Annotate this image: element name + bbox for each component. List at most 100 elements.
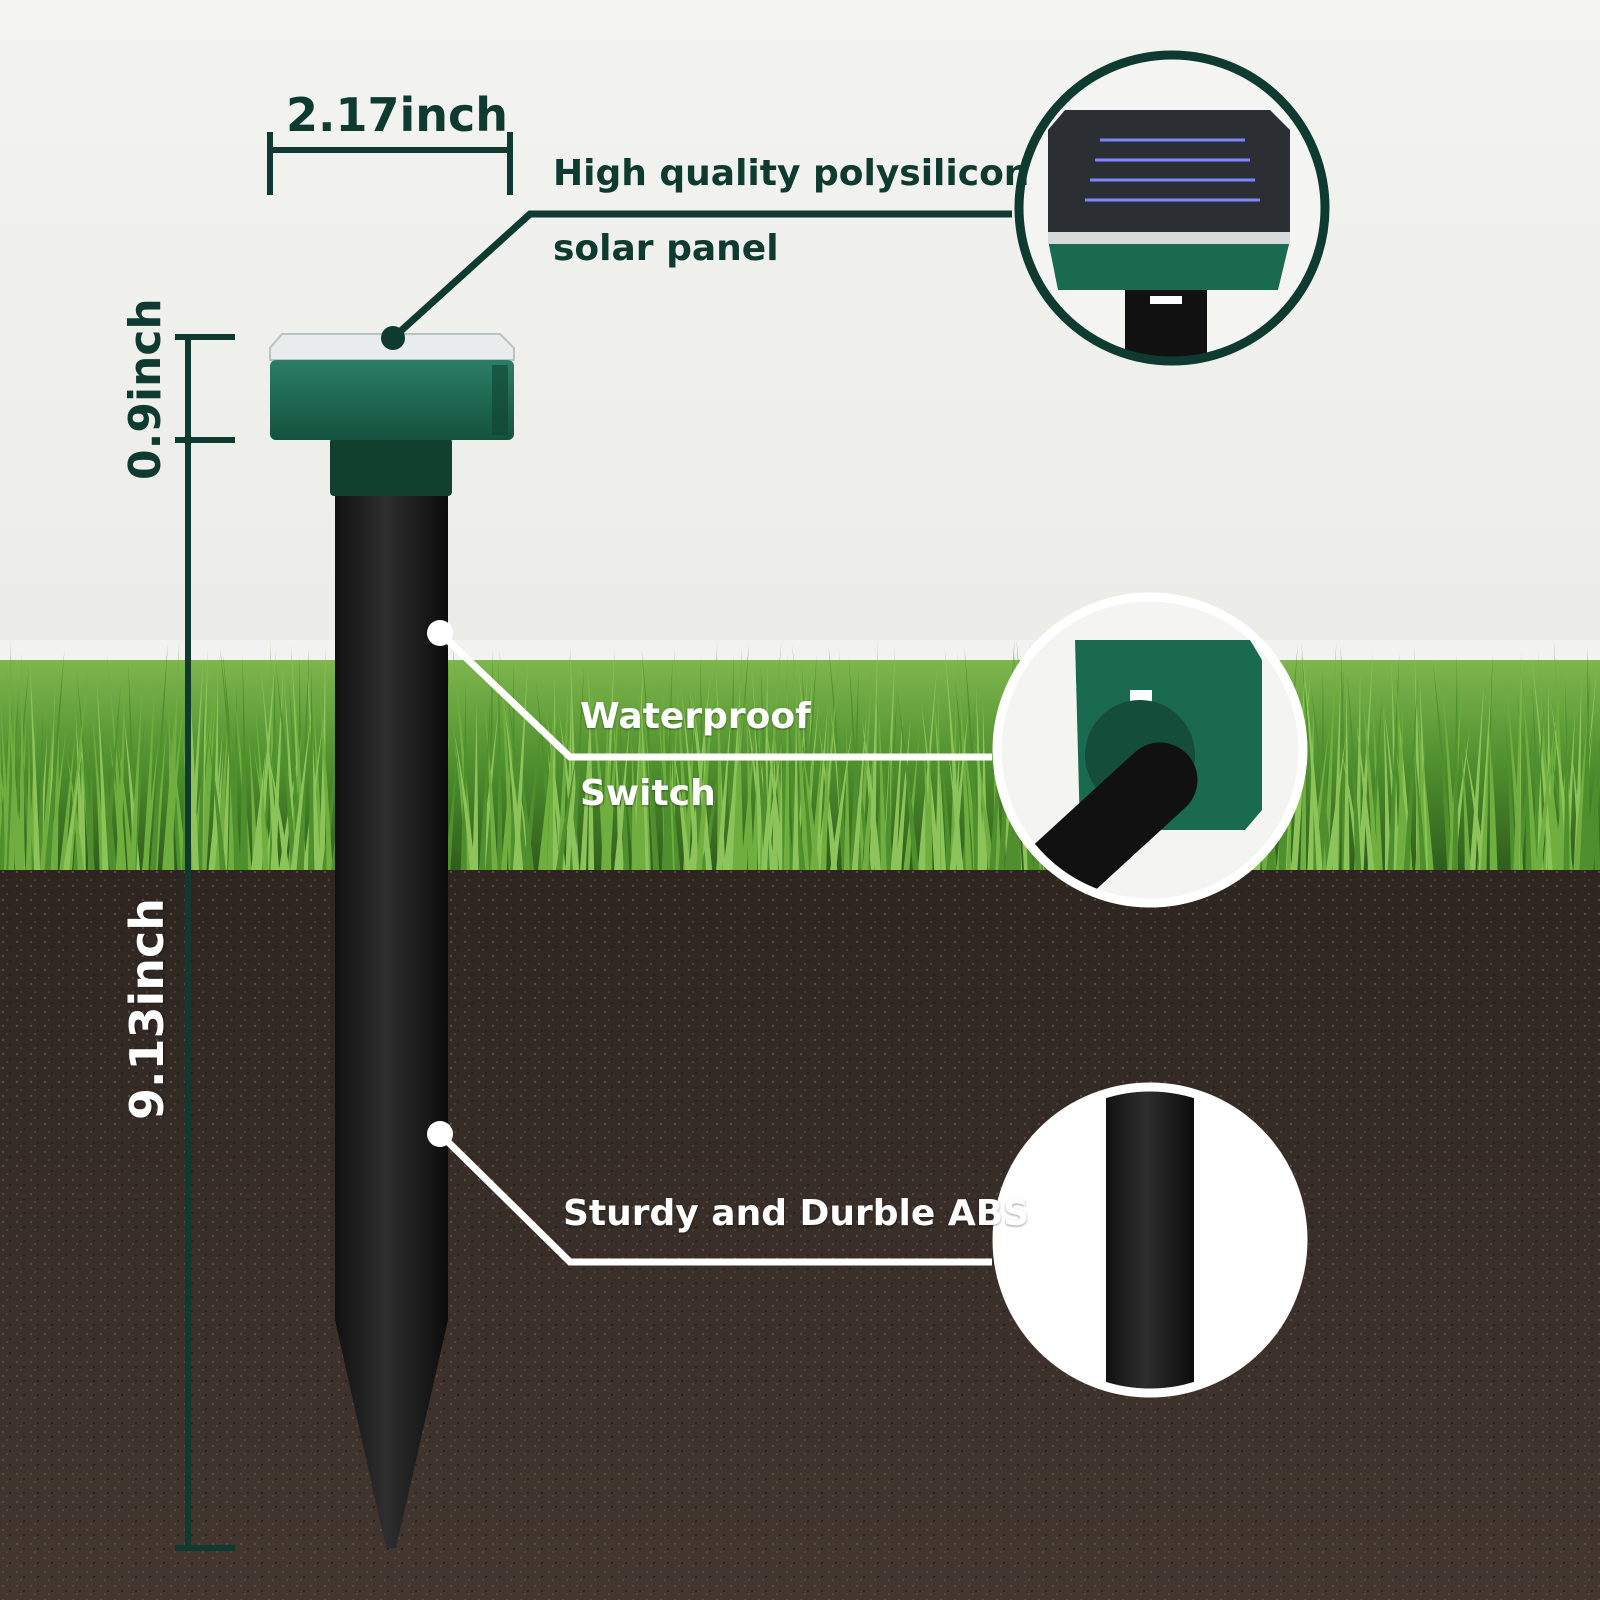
grass-blade xyxy=(820,702,830,870)
grass-blade xyxy=(601,691,609,870)
grass-blade xyxy=(318,646,326,870)
grass-blade xyxy=(851,710,867,870)
grass-blade xyxy=(39,696,56,870)
grass-blade xyxy=(453,727,476,870)
grass-blade xyxy=(631,728,638,870)
grass-blade xyxy=(130,717,146,870)
grass-blade xyxy=(275,663,297,870)
grass-blade xyxy=(661,659,673,870)
switch-callout-line1: Waterproof xyxy=(580,696,811,737)
grass-blade xyxy=(290,711,312,870)
grass-blade xyxy=(588,669,595,870)
grass-blade xyxy=(220,648,241,870)
grass-blade xyxy=(939,735,953,870)
grass-blade xyxy=(1322,641,1337,870)
grass-blade xyxy=(1529,697,1545,870)
grass-blade xyxy=(1519,656,1538,870)
grass-blade xyxy=(949,707,969,870)
grass-blade xyxy=(843,720,850,870)
mole-repeller-device xyxy=(269,333,515,1548)
grass-blade xyxy=(1513,663,1521,870)
grass-blade xyxy=(1461,746,1471,870)
grass-blade xyxy=(1387,652,1400,870)
grass-blade xyxy=(267,749,290,870)
grass-blade xyxy=(671,742,691,870)
grass-blade xyxy=(59,728,76,870)
grass-blade xyxy=(580,692,592,870)
grass-blade xyxy=(166,643,180,870)
grass-blade xyxy=(1451,654,1458,870)
grass-blade xyxy=(507,693,528,870)
stake-collar xyxy=(330,438,452,496)
stake xyxy=(335,490,448,1548)
grass-blade xyxy=(141,741,159,870)
grass-blade xyxy=(896,687,919,870)
grass-blade xyxy=(129,671,143,870)
grass-blade xyxy=(502,693,524,870)
grass-blade xyxy=(115,665,126,870)
grass-blade xyxy=(723,729,741,870)
grass-blade xyxy=(1573,703,1589,870)
solar-callout-line1: High quality polysilicon xyxy=(553,153,1030,194)
grass-blade xyxy=(318,672,333,870)
grass-blade xyxy=(27,715,36,870)
grass-blade xyxy=(228,726,235,870)
grass-blade xyxy=(883,736,891,870)
grass-blade xyxy=(588,660,610,870)
grass-blade xyxy=(484,698,498,870)
grass-blade xyxy=(783,652,790,870)
grass-blade xyxy=(25,729,32,870)
width-dimension-line xyxy=(267,132,513,195)
grass-blade xyxy=(1488,715,1496,870)
width-label: 2.17inch xyxy=(286,88,509,142)
grass-blade xyxy=(923,735,932,870)
grass-blade xyxy=(934,704,947,870)
grass-blade xyxy=(297,647,310,870)
grass-blade xyxy=(934,746,941,870)
grass-blade xyxy=(444,744,459,870)
grass-blade xyxy=(270,665,284,870)
grass-blade xyxy=(849,666,859,870)
switch-callout-line xyxy=(437,630,992,761)
grass-blade xyxy=(44,649,65,870)
grass-blade xyxy=(1593,725,1600,870)
grass-blade xyxy=(1343,684,1350,870)
solar-callout-line xyxy=(390,210,1012,341)
grass-blade xyxy=(1417,698,1427,870)
grass-blade xyxy=(1004,723,1019,870)
grass-blade xyxy=(251,748,267,870)
material-callout-line1: Sturdy and Durble ABS xyxy=(563,1193,1030,1234)
grass-blade xyxy=(683,672,697,870)
grass-blade xyxy=(1504,714,1517,870)
grass-blade xyxy=(1291,659,1306,870)
grass-blade xyxy=(451,640,475,870)
grass-blade xyxy=(1563,679,1570,870)
grass-blade xyxy=(640,690,650,870)
grass-blade xyxy=(869,641,878,870)
grass-blade xyxy=(1383,704,1391,870)
grass-blade xyxy=(460,681,467,870)
switch-detail-circle xyxy=(992,592,1308,908)
grass-blade xyxy=(221,717,231,870)
soil-texture xyxy=(0,860,1600,1600)
grass-blade xyxy=(1403,677,1418,870)
grass-blade xyxy=(29,658,41,870)
grass-blade xyxy=(1395,662,1407,870)
grass-blade xyxy=(890,712,904,870)
grass-blade xyxy=(196,696,205,870)
grass-blade xyxy=(1359,661,1379,870)
grass-blade xyxy=(726,679,741,870)
grass-blade xyxy=(1354,667,1361,870)
material-callout-line xyxy=(437,1131,992,1266)
grass-blade xyxy=(830,727,853,870)
grass-blade xyxy=(633,720,641,870)
grass-blade xyxy=(864,736,881,870)
grass-blade xyxy=(569,666,585,870)
grass-blade xyxy=(604,676,621,870)
grass-blade xyxy=(306,663,321,870)
grass-blade xyxy=(1357,652,1373,870)
grass-blade xyxy=(989,692,1004,870)
grass-blade xyxy=(260,670,280,870)
grass-blade xyxy=(680,686,700,870)
grass-blade xyxy=(239,746,246,870)
